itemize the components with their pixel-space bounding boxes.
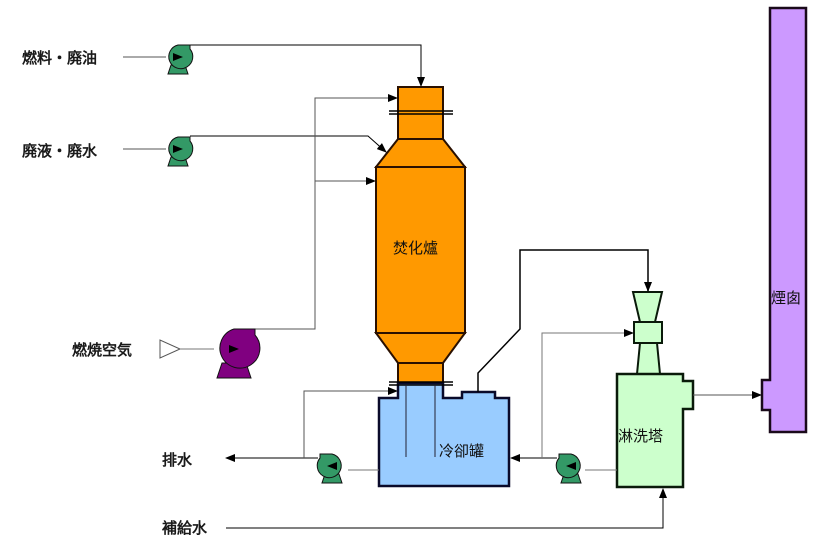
pump-drain-icon[interactable] bbox=[316, 453, 343, 484]
incinerator-label: 焚化爐 bbox=[393, 239, 438, 257]
cooling-tank-label: 冷卻罐 bbox=[439, 442, 484, 460]
pipe-to-venturi bbox=[541, 329, 634, 458]
pump-fuel-icon[interactable] bbox=[167, 44, 194, 75]
chimney-label: 煙囱 bbox=[771, 289, 801, 307]
pipe-air-to-top bbox=[255, 94, 398, 330]
label-combustion-air: 燃焼空気 bbox=[72, 341, 132, 359]
pipe-gas-to-scrubber bbox=[477, 249, 652, 392]
label-waste-liquid-water: 廃液・廃水 bbox=[22, 142, 98, 160]
blower-air-icon[interactable] bbox=[216, 328, 261, 379]
label-drain: 排水 bbox=[162, 451, 193, 469]
pump-scrubber-icon[interactable] bbox=[555, 453, 582, 484]
incinerator: 焚化爐 bbox=[373, 86, 468, 384]
air-inlet-icon bbox=[159, 339, 182, 359]
label-makeup-water: 補給水 bbox=[161, 519, 208, 537]
pipe-waste-to-incinerator bbox=[190, 135, 387, 153]
pipe-makeup-water bbox=[226, 488, 667, 529]
pump-waste-icon[interactable] bbox=[167, 136, 194, 167]
scrubber-label: 淋洗塔 bbox=[618, 427, 663, 445]
chimney: 煙囱 bbox=[760, 6, 808, 434]
pipe-fuel-to-incinerator bbox=[190, 44, 425, 87]
scrubber: 淋洗塔 bbox=[615, 291, 695, 489]
cooling-tank: 冷卻罐 bbox=[377, 381, 511, 488]
label-fuel-waste-oil: 燃料・廃油 bbox=[22, 49, 97, 67]
pipe-quench-recycle bbox=[303, 387, 398, 458]
